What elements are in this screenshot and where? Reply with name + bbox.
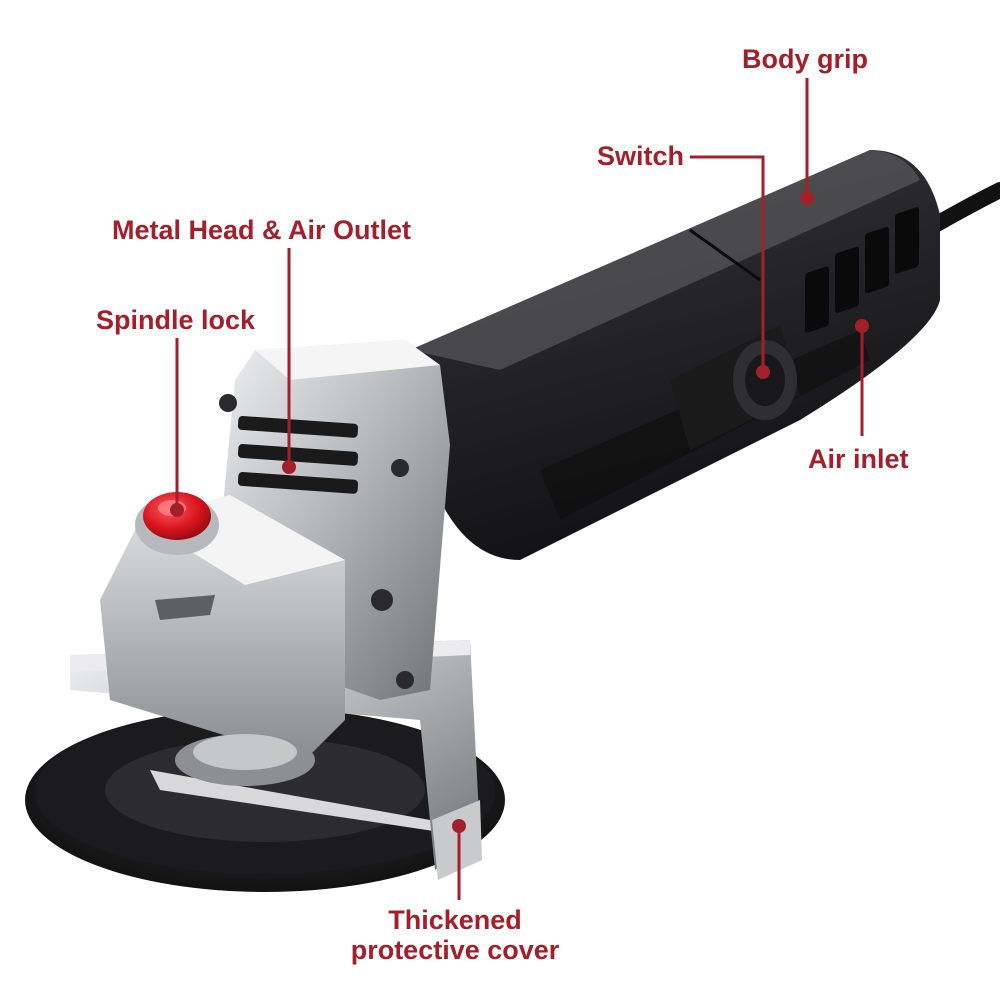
callout-dot-icon — [800, 191, 814, 205]
callout-dot-icon — [282, 460, 296, 474]
label-air-inlet: Air inlet — [808, 444, 909, 474]
callout-dot-icon — [855, 319, 869, 333]
callout-dot-icon — [756, 365, 770, 379]
label-body-grip: Body grip — [742, 44, 868, 74]
label-metal-head: Metal Head & Air Outlet — [112, 215, 412, 245]
callout-dot-icon — [452, 819, 466, 833]
label-switch: Switch — [597, 141, 685, 171]
leader-switch — [690, 155, 765, 372]
label-cover-line2: protective cover — [350, 935, 560, 965]
callout-dot-icon — [170, 503, 184, 517]
label-spindle-lock: Spindle lock — [96, 305, 256, 335]
label-cover-line1: Thickened — [388, 905, 522, 935]
